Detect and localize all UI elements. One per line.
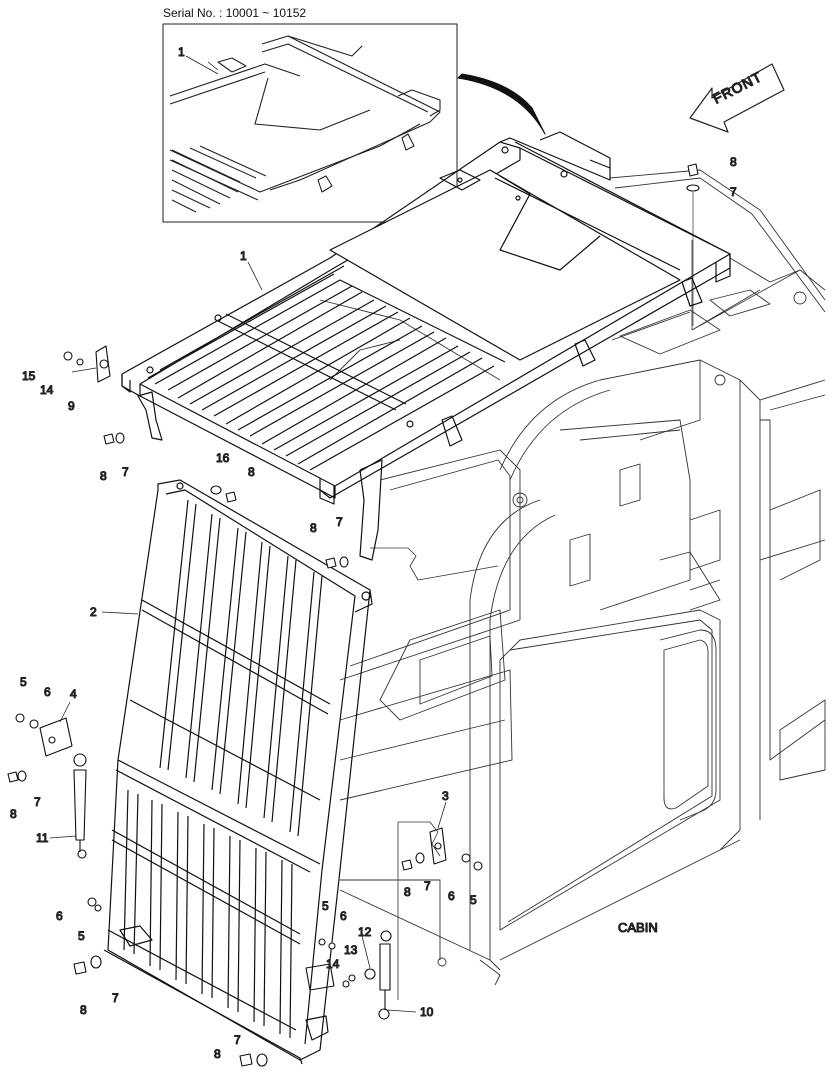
callout-6-a: 6 bbox=[44, 685, 51, 699]
callout-7-e: 7 bbox=[34, 795, 41, 809]
callout-1-main: 1 bbox=[240, 249, 247, 263]
inset-detail bbox=[162, 23, 458, 223]
callout-8-b: 8 bbox=[100, 469, 107, 483]
callout-13: 13 bbox=[344, 943, 358, 957]
leader-lines bbox=[49, 55, 447, 1013]
break-line-lower bbox=[398, 821, 441, 857]
front-guard-frame bbox=[103, 479, 373, 1065]
callout-16: 16 bbox=[216, 451, 230, 465]
callout-10: 10 bbox=[420, 1005, 434, 1019]
front-direction-arrow bbox=[689, 63, 785, 133]
callout-6-d: 6 bbox=[448, 889, 455, 903]
callout-11: 11 bbox=[36, 831, 49, 845]
callout-7-b: 7 bbox=[122, 465, 129, 479]
break-line-middle bbox=[370, 547, 499, 581]
cabin-body bbox=[319, 169, 826, 986]
bracket-part-3 bbox=[429, 827, 447, 865]
callout-8-c: 8 bbox=[248, 465, 255, 479]
callout-5-d: 5 bbox=[470, 893, 477, 907]
callout-8-e: 8 bbox=[10, 807, 17, 821]
callout-7-top: 7 bbox=[730, 185, 737, 199]
callout-15: 15 bbox=[22, 369, 36, 383]
inset-pointer-arrow bbox=[457, 73, 546, 135]
callout-5-a: 5 bbox=[20, 675, 27, 689]
callout-7-f: 7 bbox=[112, 991, 119, 1005]
callout-7-g: 7 bbox=[234, 1033, 241, 1047]
callout-7-h: 7 bbox=[424, 879, 431, 893]
top-guard-frame bbox=[121, 131, 731, 561]
callout-8-d: 8 bbox=[310, 521, 317, 535]
callout-8-top: 8 bbox=[730, 155, 737, 169]
callout-14-b: 14 bbox=[326, 957, 340, 971]
callout-5-b: 5 bbox=[78, 929, 85, 943]
callout-1-inset: 1 bbox=[178, 45, 185, 59]
fasteners bbox=[7, 163, 700, 1067]
front-label: FRONT bbox=[710, 68, 765, 106]
callout-3: 3 bbox=[442, 789, 449, 803]
callout-numbers: 1 1 2 3 4 5 6 7 8 15 14 9 8 7 16 8 8 7 8… bbox=[9, 44, 737, 1061]
callout-12: 12 bbox=[358, 925, 372, 939]
callout-8-g: 8 bbox=[214, 1047, 221, 1061]
cabin-label: CABIN bbox=[618, 920, 658, 935]
callout-7-d: 7 bbox=[336, 515, 343, 529]
callout-5-c: 5 bbox=[322, 899, 329, 913]
callout-6-b: 6 bbox=[56, 909, 63, 923]
serial-number-label: Serial No. : 10001 ~ 10152 bbox=[163, 6, 307, 20]
callout-14-a: 14 bbox=[40, 383, 54, 397]
gas-spring-right bbox=[305, 930, 392, 1020]
break-line-upper bbox=[691, 240, 801, 331]
gas-spring-left bbox=[73, 753, 87, 859]
callout-8-f: 8 bbox=[80, 1003, 87, 1017]
callout-4: 4 bbox=[70, 687, 77, 701]
callout-9: 9 bbox=[68, 399, 75, 413]
callout-8-h: 8 bbox=[404, 885, 411, 899]
bracket-part-9 bbox=[95, 345, 111, 383]
callout-2: 2 bbox=[90, 605, 97, 619]
bracket-part-4 bbox=[39, 717, 73, 757]
callout-6-c: 6 bbox=[340, 909, 347, 923]
